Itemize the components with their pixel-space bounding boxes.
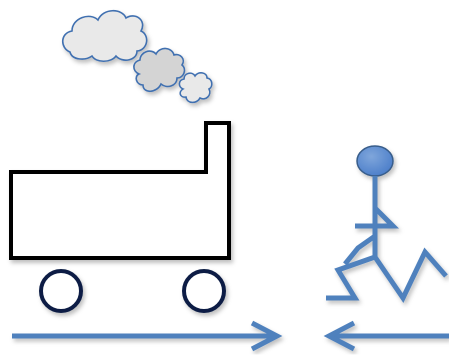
person-leg-left — [326, 257, 375, 298]
train-wheel-right — [184, 271, 224, 311]
smoke-cloud-small — [179, 73, 211, 103]
person-head — [357, 146, 393, 176]
smoke-cloud-icon — [63, 11, 212, 103]
person-leg-right — [375, 252, 446, 298]
train-body — [11, 123, 229, 258]
person-limbs — [326, 176, 446, 298]
steam-train-icon — [11, 123, 229, 311]
arrow-right-icon — [12, 323, 277, 349]
train-wheel-left — [41, 271, 81, 311]
arrow-left-icon — [329, 323, 449, 349]
running-person-icon — [326, 146, 446, 298]
smoke-cloud-large — [63, 11, 147, 62]
smoke-cloud-medium — [134, 48, 185, 91]
